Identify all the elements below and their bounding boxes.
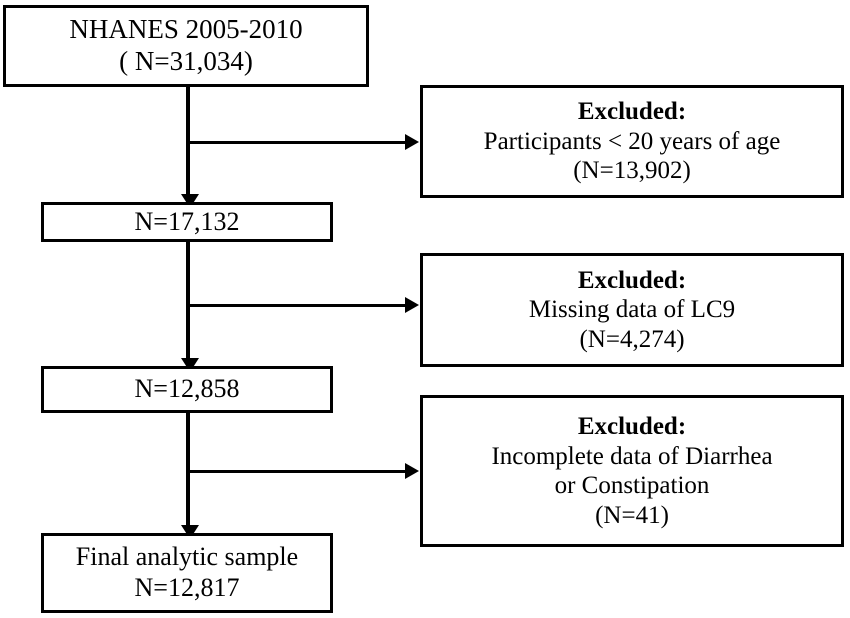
node-exclusion-bowel-count: (N=41): [595, 501, 669, 529]
node-exclusion-lc9-reason: Missing data of LC9: [528, 296, 736, 324]
node-after-age-exclusion-line1: N=17,132: [134, 206, 240, 236]
arrowhead-right-1: [405, 134, 419, 150]
connector-horizontal-1: [188, 141, 406, 144]
node-after-age-exclusion: N=17,132: [41, 202, 333, 242]
node-final-analytic-sample: Final analytic sample N=12,817: [41, 533, 333, 613]
node-exclusion-lc9-count: (N=4,274): [579, 325, 685, 353]
connector-vertical-3: [186, 413, 190, 539]
node-exclusion-bowel-reason-line1: Incomplete data of Diarrhea: [491, 442, 773, 470]
node-after-lc9-exclusion: N=12,858: [41, 366, 333, 413]
node-exclusion-bowel-title: Excluded:: [577, 413, 687, 440]
connector-horizontal-3: [188, 470, 406, 473]
node-source-cohort-line2: ( N=31,034): [119, 46, 253, 76]
node-source-cohort: NHANES 2005-2010 ( N=31,034): [3, 5, 369, 87]
node-after-lc9-exclusion-line1: N=12,858: [134, 374, 240, 404]
node-exclusion-age-title: Excluded:: [577, 98, 687, 126]
node-source-cohort-line1: NHANES 2005-2010: [69, 14, 303, 45]
node-final-analytic-sample-line1: Final analytic sample: [75, 542, 299, 572]
connector-vertical-1: [186, 87, 190, 205]
node-exclusion-age: Excluded: Participants < 20 years of age…: [420, 85, 844, 198]
node-exclusion-bowel: Excluded: Incomplete data of Diarrhea or…: [420, 395, 844, 547]
node-exclusion-lc9-title: Excluded:: [577, 266, 687, 294]
connector-horizontal-2: [188, 304, 406, 307]
node-exclusion-bowel-reason-line2: or Constipation: [554, 472, 710, 499]
node-final-analytic-sample-line2: N=12,817: [134, 573, 240, 602]
node-exclusion-age-reason: Participants < 20 years of age: [483, 127, 781, 155]
arrowhead-right-2: [405, 297, 419, 313]
node-exclusion-age-count: (N=13,902): [573, 157, 691, 185]
arrowhead-right-3: [405, 463, 419, 479]
node-exclusion-lc9: Excluded: Missing data of LC9 (N=4,274): [420, 253, 844, 367]
